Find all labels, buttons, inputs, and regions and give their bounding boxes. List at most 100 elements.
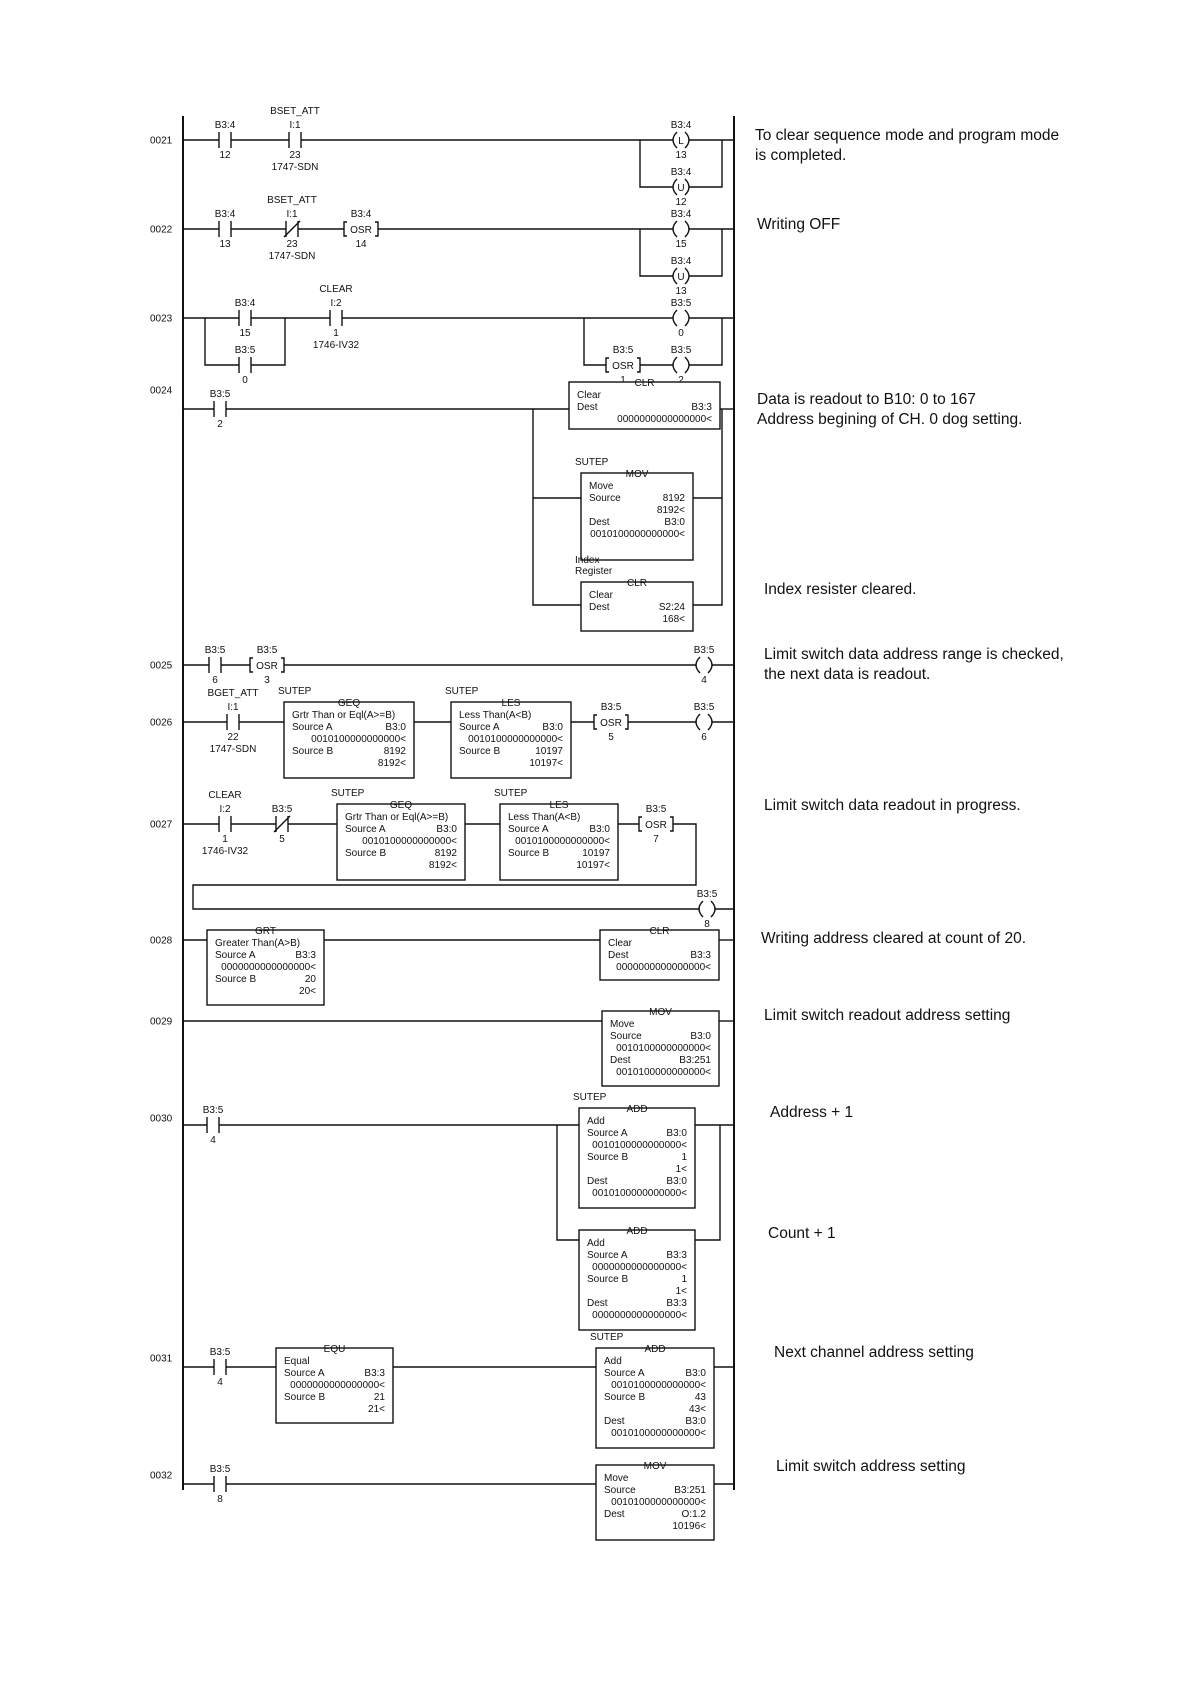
contact-bit: 23 — [286, 239, 298, 250]
block-field-value: O:1.2 — [682, 1509, 707, 1520]
block-field-value: 0010100000000000< — [362, 836, 457, 847]
rung-number: 0024 — [150, 386, 173, 397]
rung-number: 0028 — [150, 936, 173, 947]
contact-module: 1746-IV32 — [202, 846, 249, 857]
wire — [556, 1125, 579, 1241]
rung-number: 0021 — [150, 136, 173, 147]
block-field-label: Dest — [610, 1055, 631, 1066]
coil-bit: 15 — [675, 239, 687, 250]
block-field-value: 0010100000000000< — [515, 836, 610, 847]
coil-bit: 13 — [675, 286, 687, 297]
coil-bit: 12 — [675, 197, 687, 208]
block-field-value: 21< — [368, 1404, 385, 1415]
ladder-elements: B3:412I:123BSET_ATT1747-SDNB3:413I:123BS… — [202, 106, 721, 1541]
block-field-value: 0010100000000000< — [592, 1188, 687, 1199]
rung-wires — [182, 116, 735, 1490]
coil-address: B3:4 — [671, 167, 692, 178]
block-field-label: Dest — [604, 1509, 625, 1520]
block-field-value: B3:0 — [690, 1031, 711, 1042]
block-field-value: 43 — [695, 1392, 707, 1403]
block-field-label: Source B — [587, 1274, 628, 1285]
contact-bit: 0 — [242, 375, 248, 386]
block-field-label: Grtr Than or Eql(A>=B) — [292, 710, 395, 721]
osr-address: B3:5 — [613, 345, 634, 356]
osr-left-bracket — [343, 221, 347, 237]
rung-comment: is completed. — [755, 147, 846, 164]
block-field-value: B3:251 — [679, 1055, 711, 1066]
rung-number: 0027 — [150, 820, 173, 831]
contact-bit: 2 — [217, 419, 223, 430]
block-field-value: B3:3 — [691, 402, 712, 413]
osr-bit: 14 — [355, 239, 367, 250]
block-field-value: 8192< — [657, 505, 685, 516]
osr-left-bracket — [605, 357, 609, 373]
coil-left-arc — [698, 900, 704, 918]
rung-comment: Limit switch address setting — [776, 1458, 966, 1475]
block-field-value: 0010100000000000< — [611, 1497, 706, 1508]
coil-bit: 8 — [704, 919, 710, 930]
instruction-mnemonic: GEQ — [338, 698, 360, 709]
block-field-value: 21 — [374, 1392, 386, 1403]
instruction-mnemonic: CLR — [649, 926, 669, 937]
coil-address: B3:5 — [671, 345, 692, 356]
contact-address: B3:5 — [203, 1105, 224, 1116]
block-field-value: 0010100000000000< — [611, 1428, 706, 1439]
wire — [689, 229, 723, 277]
osr-right-bracket — [670, 816, 674, 832]
block-field-value: 20 — [305, 974, 317, 985]
instruction-mnemonic: MOV — [626, 469, 649, 480]
block-field-label: Source A — [508, 824, 549, 835]
coil-right-arc — [707, 656, 713, 674]
coil-address: B3:4 — [671, 256, 692, 267]
osr-left-bracket — [593, 714, 597, 730]
block-field-label: Source B — [508, 848, 549, 859]
block-field-value: 0010100000000000< — [616, 1043, 711, 1054]
block-field-label: Add — [604, 1356, 622, 1367]
instruction-block — [499, 803, 619, 881]
block-field-value: 0000000000000000< — [617, 414, 712, 425]
block-field-value: B3:3 — [666, 1298, 687, 1309]
block-field-value: 0000000000000000< — [221, 962, 316, 973]
block-field-label: Source A — [345, 824, 386, 835]
block-field-label: Clear — [589, 590, 614, 601]
wire — [192, 823, 699, 910]
rung-number: 0025 — [150, 661, 173, 672]
block-field-label: Dest — [587, 1298, 608, 1309]
block-field-label: Add — [587, 1238, 605, 1249]
osr-label: OSR — [612, 361, 634, 372]
coil-right-arc — [684, 131, 690, 149]
block-field-value: 0010100000000000< — [468, 734, 563, 745]
contact-address: B3:4 — [235, 298, 256, 309]
block-field-value: 0000000000000000< — [592, 1262, 687, 1273]
block-field-label: Source — [589, 493, 621, 504]
block-field-value: B3:0 — [385, 722, 406, 733]
rung-number: 0031 — [150, 1354, 173, 1365]
contact-tag: CLEAR — [208, 790, 241, 801]
block-field-value: B3:251 — [674, 1485, 706, 1496]
contact-bit: 1 — [222, 834, 228, 845]
contact-address: B3:5 — [210, 389, 231, 400]
instruction-block — [580, 472, 694, 561]
coil-bit: 13 — [675, 150, 687, 161]
block-field-label: Source A — [587, 1250, 628, 1261]
block-field-label: Source A — [587, 1128, 628, 1139]
coil-type: U — [677, 272, 684, 283]
contact-address: B3:5 — [272, 804, 293, 815]
block-field-label: Move — [604, 1473, 629, 1484]
instruction-label: Register — [575, 566, 613, 577]
rung-number: 0022 — [150, 225, 173, 236]
block-field-label: Add — [587, 1116, 605, 1127]
block-field-value: 0010100000000000< — [590, 529, 685, 540]
block-field-label: Equal — [284, 1356, 310, 1367]
rung-comment: Count + 1 — [768, 1225, 836, 1242]
contact-tag: CLEAR — [319, 284, 352, 295]
block-field-label: Source B — [587, 1152, 628, 1163]
block-field-label: Dest — [587, 1176, 608, 1187]
block-field-label: Greater Than(A>B) — [215, 938, 300, 949]
block-field-value: B3:3 — [295, 950, 316, 961]
block-field-value: B3:0 — [436, 824, 457, 835]
rung-comment: Address begining of CH. 0 dog setting. — [757, 411, 1022, 428]
wire — [689, 318, 723, 366]
contact-bit: 8 — [217, 1494, 223, 1505]
